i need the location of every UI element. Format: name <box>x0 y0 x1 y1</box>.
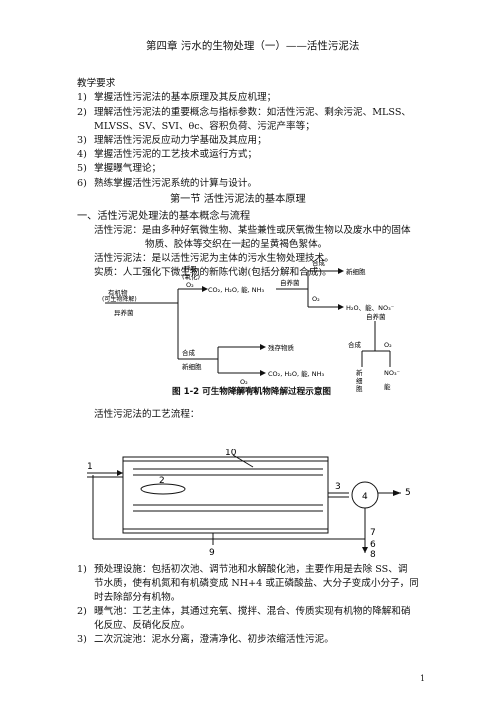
autotroph-right-label: 自养菌 <box>366 312 386 321</box>
definition-essence: 实质：人工强化下微生物的新陈代谢(包括分解和合成)。 <box>94 267 332 278</box>
item-line: 二次沉淀池：泥水分离，澄清净化、初步浓缩活性污泥。 <box>94 634 334 645</box>
item-num: 3) <box>77 634 87 645</box>
heterotroph-label: 异养菌 <box>114 308 134 317</box>
oxygen-right-label: O₂ <box>384 341 392 349</box>
requirement-text: 理解活性污泥反应动力学基础及其应用； <box>94 135 267 146</box>
requirement-text: 熟练掌握活性污泥系统的计算与设计。 <box>94 178 258 189</box>
page-number: 1 <box>420 674 426 683</box>
endogenous-respiration-label: 内源呼吸 <box>232 385 259 394</box>
requirement-num: 5) <box>77 163 87 174</box>
subsection-title: 一、活性污泥处理法的基本概念与流程 <box>77 211 251 222</box>
synthesis-label: 合成 <box>182 348 196 357</box>
item-line: 化反应、反硝化反应。 <box>94 620 190 631</box>
products-label: CO₂, H₂O, 能, NH₃ <box>208 285 265 294</box>
definition-continued: 物质、胶体等交织在一起的呈黄褐色絮体。 <box>145 239 328 250</box>
respiration-label: 呼吸 <box>184 264 198 273</box>
requirement-num: 4) <box>77 149 87 160</box>
oxygen-label: O₂ <box>186 281 194 289</box>
nitrate-label: NO₃⁻ <box>384 369 400 377</box>
requirement-num: 1) <box>77 92 87 103</box>
requirement-num: 6) <box>77 178 87 189</box>
autotroph-label: 自养菌 <box>280 278 300 287</box>
synthesis-right-label: 合成 <box>348 340 362 349</box>
new-cell-char: 新 <box>356 368 363 377</box>
new-cell-char: 细 <box>356 376 363 385</box>
requirement-text: 掌握活性污泥的工艺技术或运行方式； <box>94 149 258 160</box>
item-num: 1) <box>77 564 87 575</box>
energy-label: 能 <box>384 382 391 391</box>
new-cell-char: 胞 <box>356 384 363 393</box>
section-title: 第一节 活性污泥法的基本原理 <box>170 194 306 205</box>
label-3: 3 <box>335 482 341 492</box>
synthesis-label: 合成 <box>312 258 326 267</box>
endogenous-products-label: CO₂, H₂O, 能, NH₃ <box>268 369 325 378</box>
item-line: 时去除部分有机物。 <box>94 592 181 603</box>
label-9: 9 <box>209 548 215 558</box>
input-label-sub: (可生物降解) <box>102 295 137 303</box>
requirement-num: 3) <box>77 135 87 146</box>
item-num: 2) <box>77 606 87 617</box>
item-line: 预处理设施：包括初次池、调节池和水解酸化池，主要作用是去除 SS、调 <box>94 564 408 575</box>
residue-label: 残存物质 <box>268 343 295 352</box>
requirement-text: 理解活性污泥法的重要概念与指标参数：如活性污泥、剩余污泥、MLSS、 <box>94 107 411 118</box>
oxygen-label: O₂ <box>312 295 320 303</box>
label-6: 6 <box>370 540 376 550</box>
requirement-num: 2) <box>77 107 87 118</box>
label-2: 2 <box>159 476 165 486</box>
input-label: 有机物 <box>108 288 128 297</box>
label-8: 8 <box>370 550 376 559</box>
requirements-heading: 教学要求 <box>77 78 116 89</box>
page-title: 第四章 污水的生物处理（一）——活性污泥法 <box>146 40 360 52</box>
label-4: 4 <box>362 492 368 502</box>
oxidation-label: (氧化) <box>182 272 200 281</box>
definition-activated-sludge: 活性污泥：是由多种好氧微生物、某些兼性或厌氧微生物以及废水中的固体 <box>94 225 411 236</box>
degradation-process-diagram: 有机物 (可生物降解) 异养菌 呼吸 (氧化) O₂ CO₂, H₂O, 能, … <box>102 258 400 394</box>
requirement-text: 掌握活性污泥法的基本原理及其反应机理； <box>94 92 277 103</box>
item-line: 曝气池：工艺主体，其通过充氧、搅拌、混合、传质实现有机物的降解和硝 <box>94 606 411 617</box>
definition-process: 活性污泥法：是以活性污泥为主体的污水生物处理技术。 <box>94 253 334 264</box>
label-5: 5 <box>405 488 411 498</box>
process-flow-label: 活性污泥法的工艺流程： <box>94 409 200 420</box>
label-1: 1 <box>87 462 93 472</box>
process-flow-diagram: 1 2 3 4 5 6 7 8 9 10 <box>87 449 411 559</box>
figure-caption: 图 1-2 可生物降解有机物降解过程示意图 <box>172 387 332 397</box>
label-7: 7 <box>370 528 376 538</box>
item-line: 节水质，使有机氮和有机磷变成 NH+4 或正磷酸盐、大分子变成小分子，同 <box>94 578 419 589</box>
new-cells-label: 新细胞 <box>346 267 366 276</box>
requirement-text: 掌握曝气理论； <box>94 163 162 174</box>
oxygen-label: O₂ <box>240 378 248 386</box>
requirement-text-continued: MLVSS、SV、SVI、θc、容积负荷、污泥产率等； <box>94 121 315 132</box>
new-cells-label: 新细胞 <box>182 362 202 371</box>
nitrate-products-label: H₂O、能、NO₃⁻ <box>346 303 394 312</box>
label-10: 10 <box>225 449 237 458</box>
